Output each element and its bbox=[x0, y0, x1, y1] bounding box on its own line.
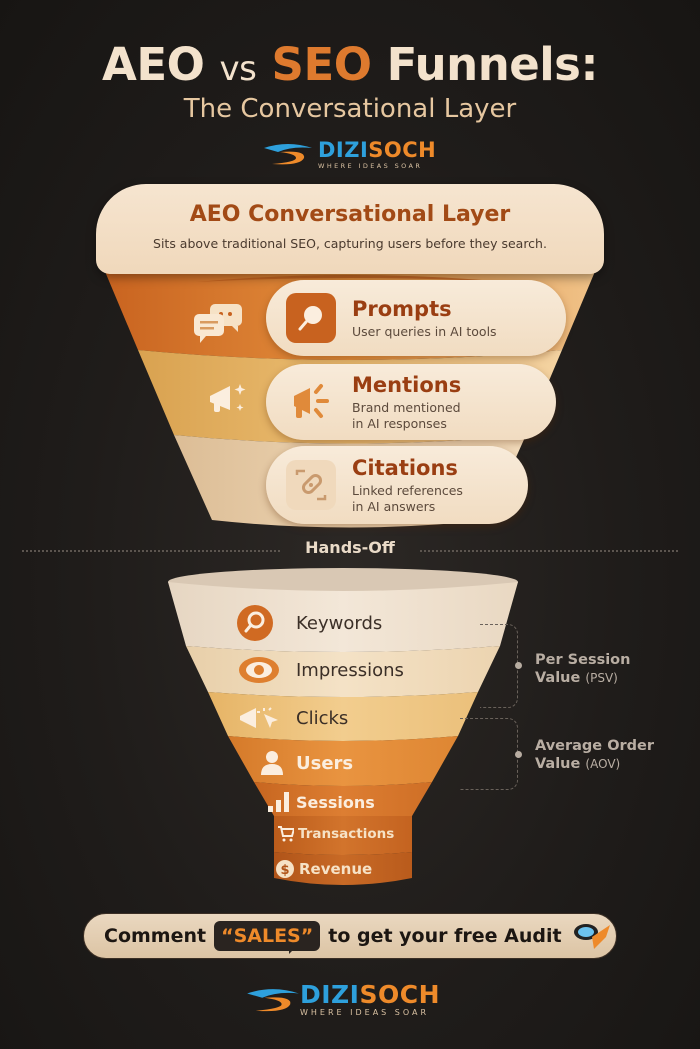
page-title: AEO vs SEO Funnels: bbox=[0, 38, 700, 91]
bar-chart-icon bbox=[268, 792, 289, 812]
user-icon bbox=[261, 751, 283, 775]
logo-swoosh-icon bbox=[244, 987, 299, 1013]
title-vs: vs bbox=[219, 49, 257, 89]
aeo-title: AEO Conversational Layer bbox=[189, 202, 511, 227]
svg-text:$: $ bbox=[280, 863, 289, 878]
logo-brand-soch: SOCH bbox=[368, 138, 437, 162]
link-icon bbox=[286, 460, 336, 510]
aov-dot bbox=[515, 751, 522, 758]
seo-stage-clicks: Clicks bbox=[238, 704, 348, 732]
seo-stage-revenue: $ Revenue bbox=[276, 860, 372, 878]
page-subtitle: The Conversational Layer bbox=[183, 94, 517, 124]
prompts-desc: User queries in AI tools bbox=[352, 323, 497, 339]
seo-funnel-body bbox=[168, 568, 518, 885]
megaphone-icon bbox=[286, 377, 336, 427]
seo-stage-keywords: Keywords bbox=[236, 604, 382, 642]
cta-suffix: to get your free Audit bbox=[328, 925, 562, 947]
search-icon bbox=[237, 605, 273, 641]
psv-bracket bbox=[480, 624, 518, 708]
cta-banner[interactable]: Comment “SALES” to get your free Audit bbox=[83, 913, 617, 959]
logo-swoosh-icon bbox=[262, 142, 314, 168]
citations-title: Citations bbox=[352, 455, 458, 480]
divider-left bbox=[22, 550, 280, 552]
aov-bracket bbox=[460, 718, 518, 790]
audit-icon bbox=[573, 924, 610, 949]
megaphone-sparkle-icon bbox=[206, 382, 252, 420]
aeo-layer-prompts: Prompts User queries in AI tools bbox=[266, 280, 566, 356]
title-aeo: AEO bbox=[102, 38, 205, 91]
seo-stage-impressions: Impressions bbox=[238, 656, 404, 684]
seo-stage-transactions: Transactions bbox=[278, 826, 394, 842]
hands-off-label: Hands-Off bbox=[305, 538, 395, 557]
aeo-header-card: AEO Conversational Layer Sits above trad… bbox=[96, 184, 604, 274]
logo-brand-dizi: DIZI bbox=[318, 138, 369, 162]
dollar-icon: $ bbox=[276, 860, 294, 878]
prompts-title: Prompts bbox=[352, 296, 452, 321]
cta-keyword-badge: “SALES” bbox=[214, 921, 321, 954]
eye-icon bbox=[239, 657, 279, 683]
cta-prefix: Comment bbox=[104, 925, 207, 947]
brand-logo-bottom: DIZISOCH WHERE IDEAS SOAR bbox=[244, 982, 440, 1017]
magnifier-icon bbox=[286, 293, 336, 343]
title-funnels: Funnels: bbox=[386, 38, 599, 91]
brand-logo-top: DIZISOCH WHERE IDEAS SOAR bbox=[262, 140, 436, 170]
mentions-title: Mentions bbox=[352, 372, 462, 397]
aeo-description: Sits above traditional SEO, capturing us… bbox=[153, 236, 547, 251]
chat-bubbles-icon bbox=[192, 302, 248, 350]
cart-icon bbox=[278, 826, 294, 842]
title-seo: SEO bbox=[271, 38, 372, 91]
click-icon bbox=[240, 707, 278, 728]
divider-right bbox=[420, 550, 678, 552]
seo-stage-users: Users bbox=[260, 750, 353, 776]
logo-tagline: WHERE IDEAS SOAR bbox=[318, 162, 423, 170]
psv-dot bbox=[515, 662, 522, 669]
seo-stage-sessions: Sessions bbox=[268, 792, 375, 812]
